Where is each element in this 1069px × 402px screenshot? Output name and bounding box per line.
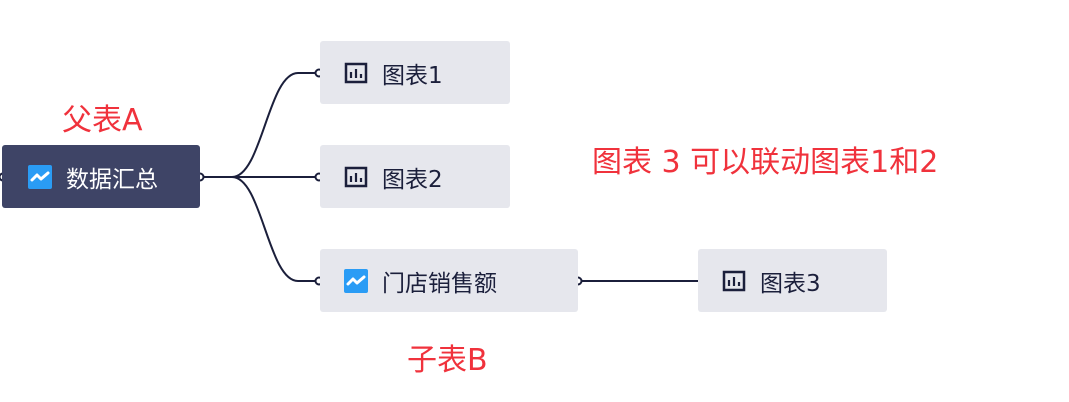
node-store-sales[interactable]: 门店销售额 <box>320 249 578 312</box>
node-label: 门店销售额 <box>382 270 497 297</box>
node-root[interactable]: 数据汇总 <box>2 145 200 208</box>
line-chart-icon <box>28 164 52 189</box>
line-chart-icon <box>344 268 368 293</box>
bar-chart-icon <box>722 270 746 291</box>
node-label: 图表1 <box>382 62 443 89</box>
node-label: 图表2 <box>382 166 443 193</box>
annotation-note: 图表 3 可以联动图表1和2 <box>592 145 939 180</box>
bar-chart-icon <box>344 166 368 187</box>
node-label: 图表3 <box>760 270 821 297</box>
annotation-parent: 父表A <box>62 103 143 138</box>
annotation-child: 子表B <box>407 343 488 378</box>
node-chart3[interactable]: 图表3 <box>698 249 887 312</box>
node-chart2[interactable]: 图表2 <box>320 145 510 208</box>
node-label: 数据汇总 <box>66 166 158 193</box>
bar-chart-icon <box>344 62 368 83</box>
node-chart1[interactable]: 图表1 <box>320 41 510 104</box>
